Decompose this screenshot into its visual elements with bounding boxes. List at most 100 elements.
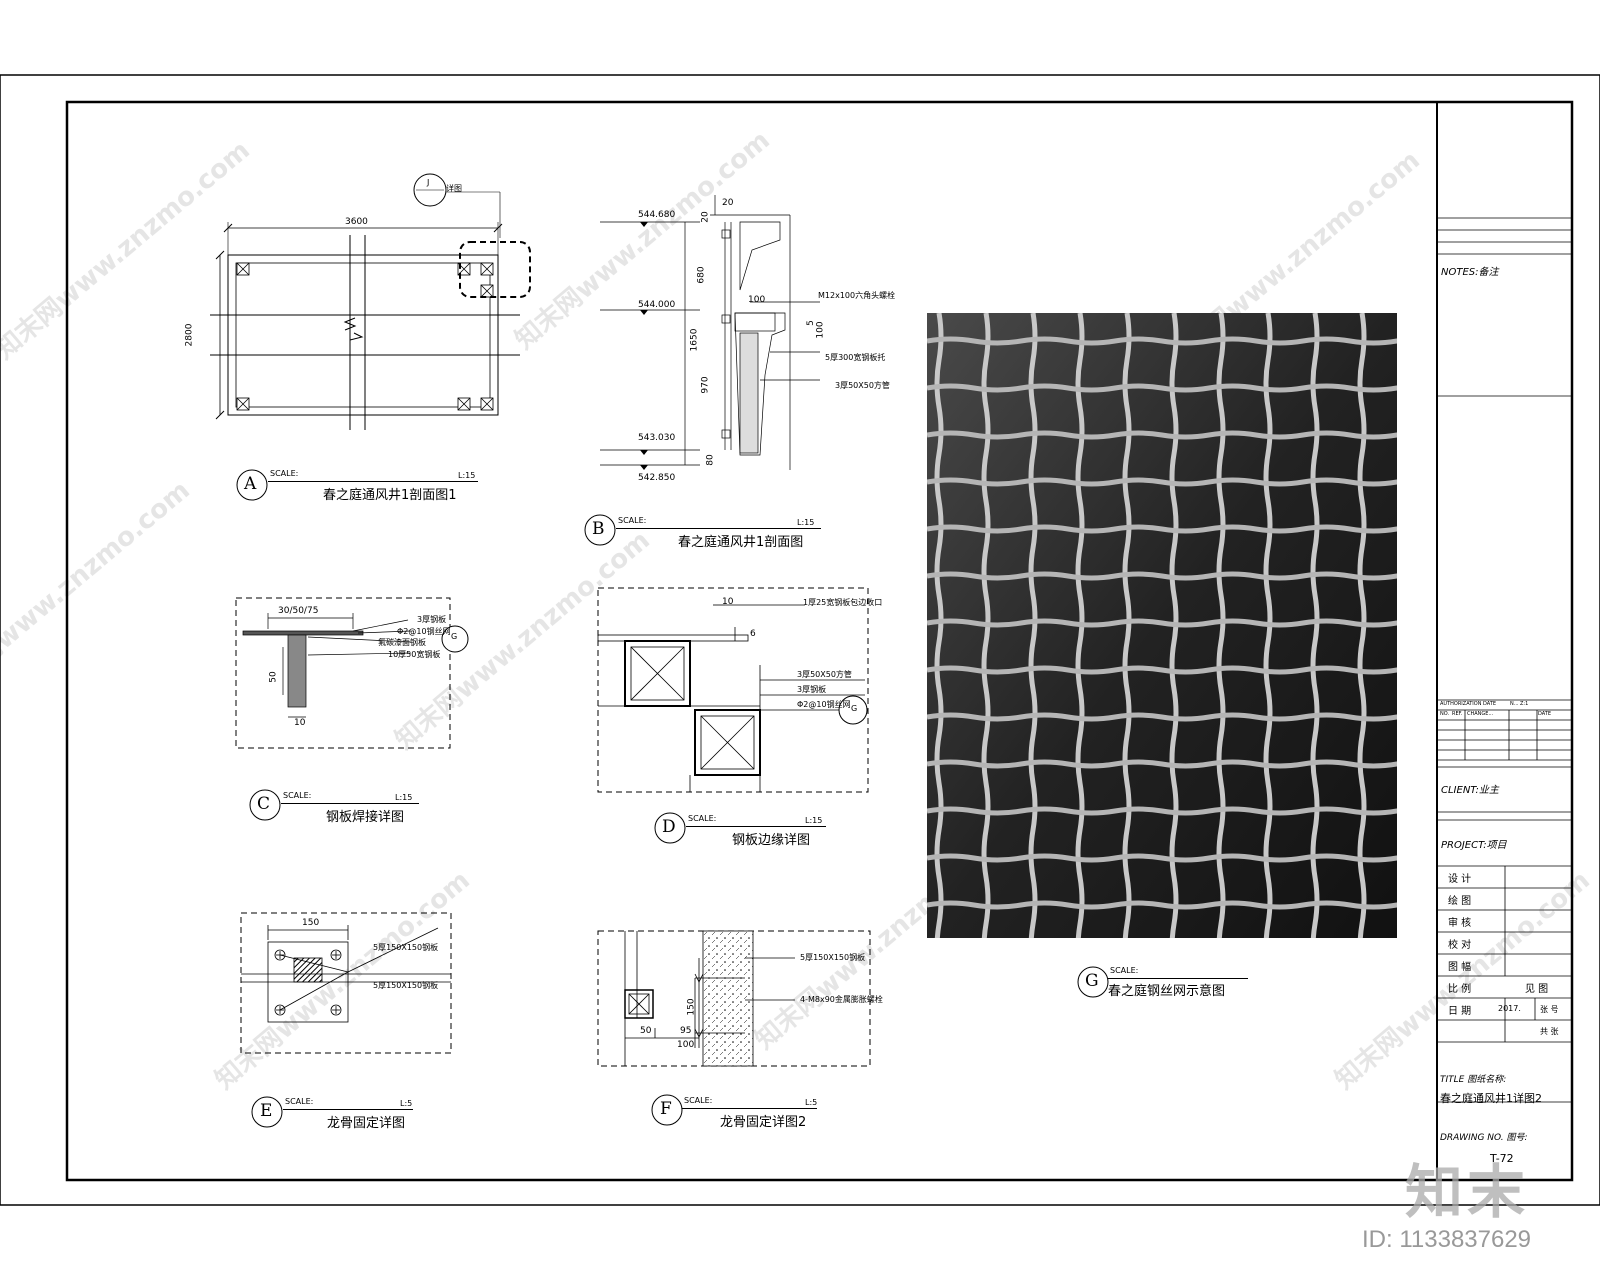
view-b-title: 春之庭通风井1剖面图 [678, 535, 804, 550]
mesh-wire-horizontal [927, 430, 1397, 440]
tb-sheet-total: 共 张 [1540, 1027, 1559, 1036]
view-f-dim-2: 50 [640, 1026, 652, 1036]
mesh-wire-horizontal [927, 759, 1397, 769]
view-b-dim-80: 80 [705, 454, 716, 466]
view-c-note-2: Φ2@10钢丝网 [397, 627, 451, 636]
view-b-underline [616, 528, 821, 529]
view-g-letter: G [1085, 971, 1099, 991]
tb-role-size: 图 幅 [1448, 962, 1472, 973]
tb-rev-header-1: AUTHORIZATION DATE [1440, 701, 1497, 707]
mesh-wire-vertical [1310, 313, 1320, 938]
view-b-level-1: 544.680 [638, 210, 676, 220]
view-d-scale-label: SCALE: [688, 814, 717, 823]
view-c-note-4: 10厚50宽钢板 [388, 650, 441, 659]
view-c-title: 钢板焊接详图 [326, 810, 405, 825]
view-e-note-2: 5厚150X150钢板 [373, 981, 439, 990]
tb-role-check: 校 对 [1448, 940, 1472, 951]
view-b-note-3: 3厚50X50方管 [835, 381, 890, 390]
mesh-wire-horizontal [927, 900, 1397, 910]
view-c-dim-2: 50 [268, 671, 279, 683]
mesh-wire-horizontal [927, 477, 1397, 487]
view-b-dim-100a: 100 [748, 295, 766, 305]
view-d-dim-2: 6 [750, 629, 756, 639]
mesh-wire-horizontal [927, 712, 1397, 722]
view-a-callout-text: 详图 [446, 184, 462, 193]
view-d-callout: G [851, 704, 858, 713]
view-g-title: 春之庭钢丝网示意图 [1108, 984, 1226, 999]
mesh-wire-horizontal [927, 524, 1397, 534]
tb-title-label: TITLE 图纸名称: [1440, 1075, 1507, 1085]
tb-rev-sub-2: REF. [1452, 711, 1463, 717]
view-a-dim-height: 2800 [184, 323, 195, 347]
view-c-letter: C [257, 794, 271, 814]
view-f-underline [682, 1108, 817, 1109]
mesh-wire-vertical [1122, 313, 1132, 938]
tb-project-label: PROJECT:项目 [1441, 840, 1507, 851]
view-b-level-2: 544.000 [638, 300, 676, 310]
view-f-title: 龙骨固定详图2 [720, 1115, 807, 1130]
view-a-label-circle [236, 469, 268, 501]
view-a-dim-width: 3600 [345, 217, 368, 227]
view-a-scale-label: SCALE: [270, 469, 299, 478]
view-e-scale: L:5 [400, 1099, 413, 1108]
view-a-letter: A [244, 474, 257, 494]
view-c-callout: G [451, 632, 458, 641]
tb-rev-sub-4: DATE [1538, 711, 1552, 717]
view-b-dim-20b: 20 [700, 211, 711, 223]
view-e-detail [240, 912, 452, 1054]
view-a-underline [268, 481, 478, 482]
view-c-scale-label: SCALE: [283, 791, 312, 800]
mesh-wire-vertical [1263, 313, 1273, 938]
tb-role-draw: 绘 图 [1448, 896, 1472, 907]
view-a-scale: L:15 [458, 471, 476, 480]
tb-drawing-no-value: T-72 [1490, 1152, 1514, 1165]
view-b-dim-100b: 100 [815, 321, 826, 339]
id-text: ID: 1133837629 [1362, 1226, 1532, 1253]
view-c-note-1: 3厚钢板 [417, 615, 447, 624]
view-d-scale: L:15 [805, 816, 823, 825]
tb-role-design: 设 计 [1448, 874, 1472, 885]
view-d-note-3: 3厚钢板 [797, 685, 827, 694]
view-e-title: 龙骨固定详图 [327, 1116, 406, 1131]
view-d-label-circle [654, 812, 686, 844]
mesh-wire-vertical [1216, 313, 1226, 938]
tb-date-label: 日 期 [1448, 1006, 1472, 1017]
tb-role-review: 审 核 [1448, 918, 1472, 929]
mesh-wire-vertical [1169, 313, 1179, 938]
wire-mesh-photo [927, 313, 1397, 938]
tb-drawing-no-label: DRAWING NO. 图号: [1440, 1133, 1528, 1143]
view-f-dim-1: 150 [686, 998, 697, 1016]
view-a-plan [210, 173, 531, 430]
tb-rev-sub-3: CHANGE... [1467, 711, 1494, 717]
view-b-note-1: M12x100六角头螺栓 [818, 291, 896, 300]
view-e-letter: E [260, 1101, 273, 1121]
view-b-label-circle [584, 514, 616, 546]
view-b-dim-970: 970 [700, 376, 711, 394]
view-b-dim-20a: 20 [722, 198, 734, 208]
view-e-underline [283, 1109, 413, 1110]
view-g-label-circle [1077, 966, 1109, 998]
view-f-detail [597, 930, 871, 1067]
view-c-scale: L:15 [395, 793, 413, 802]
view-d-detail [597, 587, 869, 793]
mesh-wire-vertical [981, 313, 991, 938]
tb-rev-sub-1: NO. [1440, 711, 1450, 717]
view-c-underline [281, 803, 419, 804]
view-f-label-circle [651, 1094, 683, 1126]
view-c-dim-1: 30/50/75 [278, 606, 319, 616]
mesh-wire-vertical [934, 313, 944, 938]
view-d-title: 钢板边缘详图 [732, 833, 811, 848]
view-a-callout-ref: J [427, 178, 430, 187]
view-e-scale-label: SCALE: [285, 1097, 314, 1106]
tb-rev-header-3: Z:1 [1520, 701, 1529, 707]
view-f-letter: F [660, 1099, 672, 1119]
view-c-label-circle [249, 789, 281, 821]
view-f-scale-label: SCALE: [684, 1096, 713, 1105]
view-e-dim-1: 150 [302, 918, 320, 928]
tb-date-value: 2017. [1498, 1004, 1521, 1013]
title-block-lines [1437, 217, 1572, 1103]
view-b-section [600, 195, 820, 470]
mesh-wire-horizontal [927, 571, 1397, 581]
tb-sheet-label: 张 号 [1540, 1005, 1559, 1014]
